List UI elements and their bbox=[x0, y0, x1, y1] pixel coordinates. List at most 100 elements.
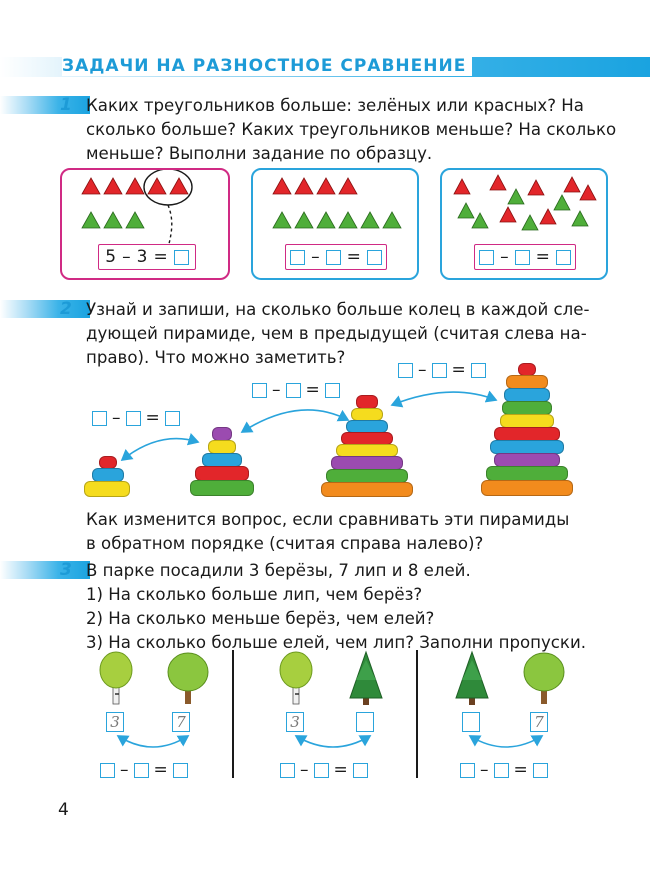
answer-box[interactable] bbox=[479, 249, 495, 265]
answer-box[interactable] bbox=[172, 762, 188, 778]
answer-box[interactable] bbox=[164, 410, 180, 426]
answer-box[interactable] bbox=[470, 362, 486, 378]
pyramid-ring bbox=[326, 469, 408, 483]
birch-icon bbox=[279, 651, 313, 705]
double-arrow-icon bbox=[294, 735, 372, 748]
answer-box[interactable] bbox=[280, 762, 295, 778]
page-number: 4 bbox=[58, 800, 69, 820]
answer-box[interactable] bbox=[493, 762, 509, 778]
task3-intro: В парке посадили 3 берёзы, 7 лип и 8 еле… bbox=[86, 561, 471, 580]
pyramid-equation-1: – = bbox=[92, 408, 180, 428]
pyramid-ring bbox=[494, 427, 560, 441]
minus-sign: – bbox=[480, 760, 489, 780]
double-arrow-icon bbox=[468, 735, 544, 748]
spruce-icon bbox=[349, 650, 383, 705]
spruce-count-box[interactable] bbox=[462, 712, 480, 732]
answer-box[interactable] bbox=[366, 249, 382, 265]
triangles-set-2-icon bbox=[272, 177, 402, 229]
pyramid-ring bbox=[195, 466, 249, 481]
example-equation: 5 – 3 = bbox=[98, 244, 196, 270]
pyramid-ring bbox=[331, 456, 403, 470]
minus-sign: – bbox=[300, 760, 309, 780]
answer-box[interactable] bbox=[133, 762, 149, 778]
equals-sign: = bbox=[305, 380, 320, 400]
spruce-icon bbox=[455, 650, 489, 705]
equals-sign: = bbox=[535, 247, 550, 267]
answer-box[interactable] bbox=[173, 249, 189, 265]
tree-equation-3: – = bbox=[460, 760, 548, 780]
answer-box[interactable] bbox=[352, 762, 368, 778]
task2-after-line-2: в обратном порядке (считая справа налево… bbox=[86, 534, 484, 553]
task2-line-3: право). Что можно заметить? bbox=[86, 348, 346, 367]
pyramid-2 bbox=[188, 425, 254, 497]
pyramid-ring bbox=[321, 482, 413, 497]
tree-group-3: 7 – = bbox=[450, 650, 590, 780]
triangle-panel-3: – = bbox=[440, 168, 608, 280]
pyramid-ring bbox=[190, 480, 254, 496]
answer-box[interactable] bbox=[125, 410, 141, 426]
equals-sign: = bbox=[145, 408, 160, 428]
minus-sign: – bbox=[500, 247, 509, 267]
pyramid-equation-2: – = bbox=[252, 380, 340, 400]
triangles-set-3-icon bbox=[453, 174, 597, 231]
minus-sign: – bbox=[418, 360, 427, 380]
answer-box[interactable] bbox=[324, 382, 340, 398]
spruce-count-box[interactable] bbox=[356, 712, 374, 732]
triangle-panel-2: – = bbox=[251, 168, 419, 280]
answer-box[interactable] bbox=[100, 762, 115, 778]
answer-box[interactable] bbox=[431, 362, 447, 378]
tree-equation-1: – = bbox=[100, 760, 188, 780]
example-minuend: 5 bbox=[105, 247, 117, 267]
answer-box[interactable] bbox=[555, 249, 571, 265]
task3-band bbox=[0, 561, 90, 579]
pyramid-ring bbox=[208, 440, 236, 454]
task1-number: 1 bbox=[60, 95, 72, 115]
pyramid-ring bbox=[504, 388, 550, 402]
pyramid-ring bbox=[486, 466, 568, 481]
answer-box[interactable] bbox=[285, 382, 301, 398]
pyramid-ring bbox=[212, 427, 232, 441]
answer-box[interactable] bbox=[514, 249, 530, 265]
triangles-example-icon bbox=[81, 170, 193, 249]
task3-number: 3 bbox=[60, 560, 72, 580]
pyramid-equation-3: – = bbox=[398, 360, 486, 380]
task2-line-2: дующей пирамиде, чем в предыдущей (счита… bbox=[86, 324, 587, 343]
task1-line-1: Каких треугольников больше: зелёных или … bbox=[86, 96, 584, 115]
section-title: ЗАДАЧИ НА РАЗНОСТНОЕ СРАВНЕНИЕ bbox=[62, 56, 473, 76]
birch-count-box[interactable]: 3 bbox=[286, 712, 304, 732]
pyramid-ring bbox=[92, 468, 124, 482]
minus-sign: – bbox=[120, 760, 129, 780]
equation-3: – = bbox=[474, 244, 576, 270]
equals-sign: = bbox=[153, 760, 168, 780]
pyramid-ring bbox=[481, 480, 573, 496]
answer-box[interactable] bbox=[252, 382, 267, 398]
task2-number: 2 bbox=[60, 299, 72, 319]
answer-box[interactable] bbox=[290, 249, 306, 265]
answer-box[interactable] bbox=[325, 249, 341, 265]
birch-count-box[interactable]: 3 bbox=[106, 712, 124, 732]
equals-sign: = bbox=[346, 247, 361, 267]
tree-group-1: 3 7 – = bbox=[88, 650, 228, 780]
equals-sign: = bbox=[513, 760, 528, 780]
equals-sign: = bbox=[333, 760, 348, 780]
task1-line-3: меньше? Выполни задание по образцу. bbox=[86, 144, 433, 163]
column-divider bbox=[416, 650, 418, 778]
answer-box[interactable] bbox=[313, 762, 329, 778]
answer-box[interactable] bbox=[398, 362, 413, 378]
answer-box[interactable] bbox=[460, 762, 475, 778]
task3-question-1: 1) На сколько больше лип, чем берёз? bbox=[86, 585, 423, 604]
task1-line-2: сколько больше? Каких треугольников мень… bbox=[86, 120, 617, 139]
linden-count-box[interactable]: 7 bbox=[172, 712, 190, 732]
task1-band bbox=[0, 96, 90, 114]
tree-equation-2: – = bbox=[280, 760, 368, 780]
linden-icon bbox=[167, 652, 209, 704]
answer-box[interactable] bbox=[92, 410, 107, 426]
tree-group-2: 3 – = bbox=[270, 650, 410, 780]
linden-count-box[interactable]: 7 bbox=[530, 712, 548, 732]
example-subtrahend: 3 bbox=[136, 247, 148, 267]
birch-icon bbox=[99, 651, 133, 705]
task3-question-3: 3) На сколько больше елей, чем лип? Запо… bbox=[86, 633, 587, 652]
answer-box[interactable] bbox=[532, 762, 548, 778]
pyramid-ring bbox=[84, 481, 130, 497]
pyramid-1 bbox=[82, 450, 132, 498]
